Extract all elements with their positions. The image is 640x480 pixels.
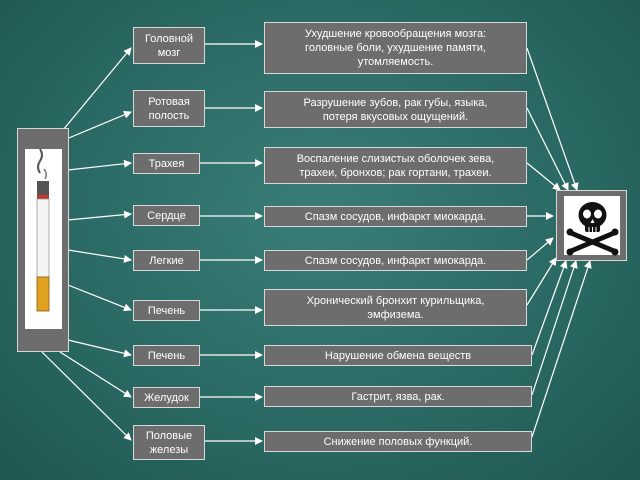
- organ-lungs: Легкие: [133, 250, 200, 271]
- arrow-to-organ-stomach: [59, 351, 132, 398]
- arrow-effect3-poison: [526, 162, 561, 191]
- arrow-effect7-poison: [531, 260, 568, 356]
- effect-genitals: Снижение половых функций.: [264, 431, 532, 452]
- poison-panel: [556, 190, 627, 261]
- effect-liver: Нарушение обмена веществ: [264, 345, 532, 366]
- effect-lungs: Спазм сосудов, инфаркт миокарда.: [264, 250, 527, 271]
- organ-trachea: Трахея: [133, 153, 200, 174]
- effect-heart: Спазм сосудов, инфаркт миокарда.: [264, 206, 527, 227]
- arrow-to-organ-genitals: [41, 351, 132, 441]
- effect-trachea: Воспаление слизистых оболочек зева, трах…: [264, 147, 527, 184]
- arrow-effect6-poison: [526, 257, 557, 306]
- organ-stomach: Желудок: [133, 387, 200, 408]
- arrow-effect1-poison: [526, 47, 579, 191]
- arrow-effect2-poison: [526, 107, 569, 191]
- organ-mouth: Ротовая полость: [133, 90, 205, 127]
- organ-liver-2: Печень: [133, 345, 200, 366]
- arrow-to-organ-liver1: [67, 284, 132, 312]
- arrow-effect5-poison: [526, 237, 554, 261]
- arrow-effect8-poison: [531, 260, 578, 396]
- arrow-to-organ-brain: [57, 47, 132, 137]
- organ-brain: Головной мозг: [133, 27, 205, 64]
- skull-crossbones-icon: [566, 202, 619, 256]
- effect-stomach: Гастрит, язва, рак.: [264, 386, 532, 407]
- organ-liver-1: Печень: [133, 300, 200, 321]
- arrow-to-organ-heart: [67, 210, 132, 221]
- effect-brain: Ухудшение кровообращения мозга: головные…: [264, 22, 527, 74]
- arrow-to-organ-liver2: [67, 339, 132, 358]
- arrow-effect9-poison: [531, 260, 592, 438]
- cigarette-icon: [36, 148, 50, 312]
- cigarette-panel: [17, 128, 69, 352]
- effect-lungs-chronic: Хронический бронхит курильщика, эмфизема…: [264, 289, 527, 326]
- arrow-to-organ-mouth: [63, 111, 132, 141]
- organ-genitals: Половые железы: [133, 425, 205, 460]
- effect-mouth: Разрушение зубов, рак губы, языка, потер…: [264, 91, 527, 128]
- organ-heart: Сердце: [133, 205, 200, 226]
- arrow-to-organ-trachea: [67, 159, 132, 171]
- arrow-to-organ-lungs: [67, 249, 132, 263]
